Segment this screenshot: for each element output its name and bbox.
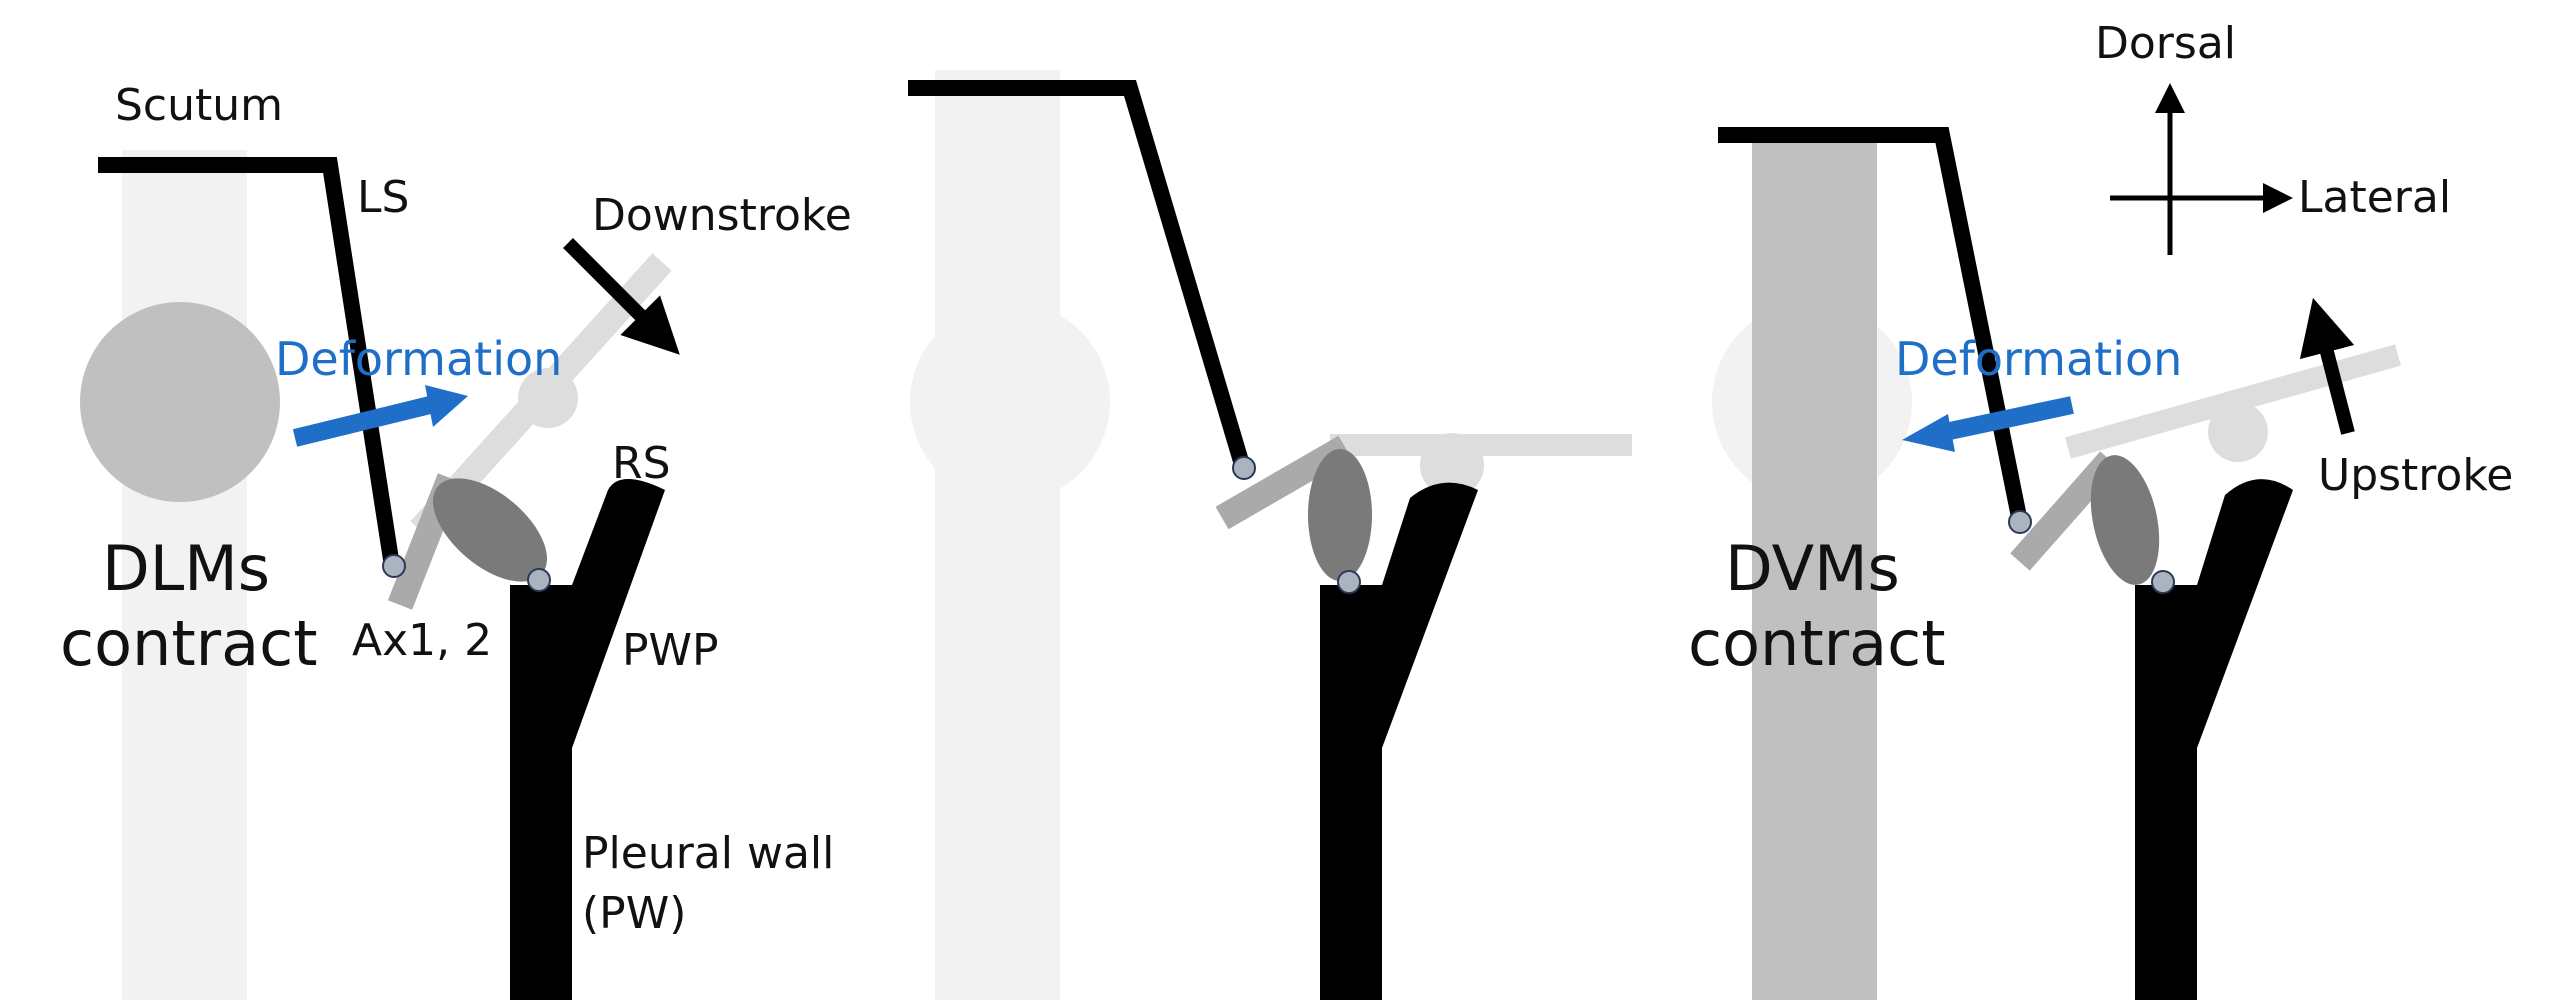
ls-pivot-mid [1232, 456, 1256, 480]
label-downstroke: Downstroke [592, 190, 852, 241]
orientation-axes [2110, 83, 2293, 255]
label-ls: LS [357, 172, 409, 223]
downstroke-arrow [563, 238, 680, 355]
pwp-pivot [527, 568, 551, 592]
label-deformation-down: Deformation [275, 332, 562, 386]
deformation-arrowhead-left [1902, 414, 1955, 452]
label-pleural-wall: Pleural wall [582, 828, 834, 879]
scutum-and-ls [98, 157, 400, 568]
pleural-ellipse-right [2090, 455, 2160, 585]
deformation-arrow-right [292, 396, 433, 447]
wing-hinge-bump-faded [518, 368, 578, 428]
deformation-arrow-left [1943, 396, 2074, 441]
dvm-column-active [1752, 140, 1877, 1000]
wing-hinge-bump-faded-right [2208, 402, 2268, 462]
label-dorsal: Dorsal [2095, 18, 2236, 69]
panel-neutral [908, 70, 1632, 1000]
wing-hinge-bump-faded-mid [1420, 433, 1484, 497]
label-pleural-wall-abbr: (PW) [582, 888, 686, 939]
label-rs: RS [612, 438, 671, 489]
label-pwp: PWP [622, 625, 719, 676]
label-lateral: Lateral [2298, 172, 2451, 223]
wing-faded-right [2065, 344, 2401, 459]
ls-pivot-right [2008, 510, 2032, 534]
label-scutum: Scutum [115, 80, 283, 131]
pleural-wall-right [2135, 479, 2293, 1000]
pwp-pivot-mid [1337, 570, 1361, 594]
dlm-muscle-active [80, 302, 280, 502]
panel-upstroke: Dorsal Lateral Deformation Upstroke DVMs… [1688, 18, 2513, 1000]
label-upstroke: Upstroke [2318, 450, 2513, 501]
pleural-ellipse-mid [1308, 449, 1372, 581]
pleural-wall-mid [1320, 482, 1478, 1000]
label-ax: Ax1, 2 [352, 615, 492, 666]
label-dvms: DVMs [1725, 532, 1900, 605]
label-dlms: DLMs [102, 532, 270, 605]
pwp-pivot-right [2151, 570, 2175, 594]
label-dvms-contract: contract [1688, 607, 1946, 680]
ls-pivot [382, 554, 406, 578]
pleural-wall [510, 479, 665, 1000]
label-deformation-up: Deformation [1895, 332, 2182, 386]
dvm-column-faded [122, 150, 247, 1000]
pleural-ellipse [433, 478, 547, 582]
panel-downstroke: Scutum LS Downstroke Deformation RS DLMs… [60, 80, 852, 1000]
scutum-and-ls-right [1718, 127, 2028, 524]
upstroke-arrow [2299, 297, 2355, 435]
deformation-arrowhead-right [425, 385, 468, 427]
scutum-and-ls-mid [908, 80, 1251, 471]
label-dlms-contract: contract [60, 607, 318, 680]
dvm-column-faded-mid [935, 70, 1060, 1000]
